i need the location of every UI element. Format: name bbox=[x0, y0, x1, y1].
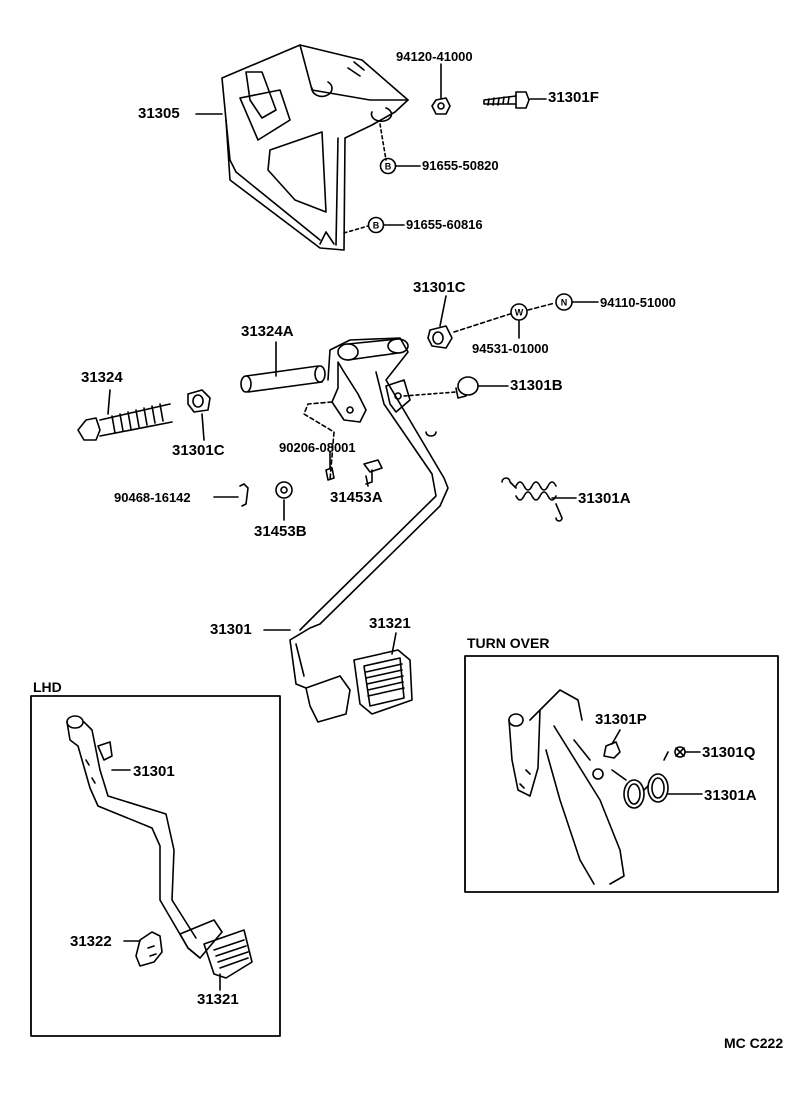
sleeve-31324a-part bbox=[240, 365, 326, 393]
leader-31453a-short bbox=[365, 475, 369, 487]
label-31321: 31321 bbox=[369, 615, 411, 632]
pin-31301b-part bbox=[455, 376, 479, 399]
turnover-bolt-31301q-part bbox=[674, 746, 686, 758]
label-31305: 31305 bbox=[138, 105, 180, 122]
turnover-panel-title: TURN OVER bbox=[467, 635, 550, 651]
lhd-panel-title: LHD bbox=[33, 679, 62, 695]
clutch-pedal-main bbox=[289, 337, 449, 723]
label-31301f: 31301F bbox=[548, 89, 599, 106]
callout-n-circle bbox=[555, 293, 573, 311]
leader-turnover-31301p bbox=[611, 729, 621, 745]
bushing-31453b-part bbox=[275, 481, 293, 499]
label-turnover-31301a: 31301A bbox=[704, 787, 757, 804]
label-lhd-31322: 31322 bbox=[70, 933, 112, 950]
label-90468-16142: 90468-16142 bbox=[114, 490, 191, 505]
label-91655-60816: 91655-60816 bbox=[406, 217, 483, 232]
callout-b1-letter: B bbox=[385, 162, 392, 172]
turnover-panel-frame bbox=[464, 655, 779, 893]
clevis-dashed-line bbox=[303, 401, 335, 481]
label-31301a: 31301A bbox=[578, 490, 631, 507]
leader-31321 bbox=[391, 632, 397, 655]
label-94531-01000: 94531-01000 bbox=[472, 341, 549, 356]
callout-b2-circle bbox=[367, 216, 385, 234]
label-90206-08001: 90206-08001 bbox=[279, 440, 356, 455]
label-31301c-mid: 31301C bbox=[172, 442, 225, 459]
callout-n-letter: N bbox=[561, 298, 568, 308]
label-94120-41000: 94120-41000 bbox=[396, 49, 473, 64]
label-turnover-31301q: 31301Q bbox=[702, 744, 756, 761]
lhd-panel-frame bbox=[30, 695, 281, 1037]
label-31324a: 31324A bbox=[241, 323, 294, 340]
leader-31301c-mid bbox=[201, 413, 205, 441]
label-31453a: 31453A bbox=[330, 489, 383, 506]
leader-b1-dashed bbox=[379, 123, 387, 161]
lhd-stopper-31322-part bbox=[135, 931, 163, 967]
leader-b2-dashed bbox=[343, 225, 369, 234]
leader-collar-washer-dashed bbox=[453, 313, 511, 333]
callout-w-letter: W bbox=[515, 308, 524, 318]
callout-w-circle bbox=[510, 303, 528, 321]
nut-94120-41000-part bbox=[431, 97, 451, 115]
callout-b1-circle bbox=[379, 157, 397, 175]
bolt-31324-part bbox=[77, 403, 173, 441]
leader-pin-dashed bbox=[403, 391, 457, 397]
callout-b2-letter: B bbox=[373, 221, 380, 231]
label-31453b: 31453B bbox=[254, 523, 307, 540]
turnover-pedal bbox=[508, 689, 625, 885]
label-91655-50820: 91655-50820 bbox=[422, 158, 499, 173]
turnover-nut-31301p-part bbox=[603, 741, 621, 759]
label-31301b: 31301B bbox=[510, 377, 563, 394]
label-31301: 31301 bbox=[210, 621, 252, 638]
collar-31301c-mid-part bbox=[187, 389, 211, 413]
spring-31301a-part bbox=[501, 477, 563, 522]
pedal-pad-31321-part bbox=[353, 649, 413, 715]
lhd-pad-31321-part bbox=[203, 929, 253, 979]
leader-31324 bbox=[107, 389, 111, 415]
diagram-code: MC C222 bbox=[724, 1035, 784, 1051]
bolt-31301f-part bbox=[483, 91, 530, 109]
label-lhd-31321: 31321 bbox=[197, 991, 239, 1008]
label-31301c-top: 31301C bbox=[413, 279, 466, 296]
leader-31301c-top bbox=[439, 295, 447, 327]
label-31324: 31324 bbox=[81, 369, 123, 386]
collar-31301c-top-part bbox=[427, 325, 453, 349]
cotter-pin-90468-part bbox=[239, 483, 249, 507]
turnover-washer-part bbox=[592, 768, 604, 780]
label-94110-51000: 94110-51000 bbox=[600, 295, 676, 310]
pedal-bracket bbox=[221, 44, 409, 251]
turnover-spring-31301a-part bbox=[611, 751, 669, 809]
label-turnover-31301p: 31301P bbox=[595, 711, 647, 728]
lhd-pedal bbox=[66, 715, 223, 959]
label-lhd-31301: 31301 bbox=[133, 763, 175, 780]
leader-washer-nut-dashed bbox=[527, 302, 556, 311]
